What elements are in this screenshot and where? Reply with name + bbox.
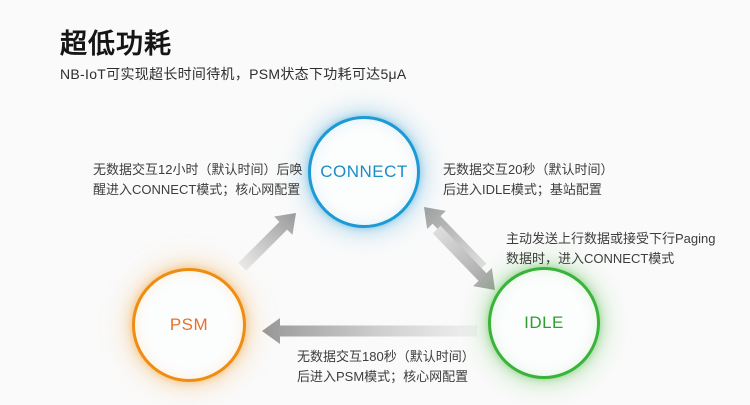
connect-node-label: CONNECT bbox=[320, 162, 408, 181]
state-node-psm: PSM bbox=[132, 268, 246, 382]
annotation-line: 数据时，进入CONNECT模式 bbox=[506, 251, 675, 266]
annotation-line: 主动发送上行数据或接受下行Paging bbox=[506, 231, 716, 246]
state-node-idle: IDLE bbox=[488, 267, 600, 379]
annotation-line: 后进入IDLE模式；基站配置 bbox=[443, 182, 602, 197]
annotation-line: 后进入PSM模式；核心网配置 bbox=[297, 369, 469, 384]
section-subtitle: NB-IoT可实现超长时间待机，PSM状态下功耗可达5μA bbox=[60, 66, 407, 82]
annotation-line: 醒进入CONNECT模式；核心网配置 bbox=[93, 182, 301, 197]
annotation-idle-to-psm: 无数据交互180秒（默认时间） 后进入PSM模式；核心网配置 bbox=[297, 347, 475, 387]
annotation-psm-to-connect: 无数据交互12小时（默认时间）后唤 醒进入CONNECT模式；核心网配置 bbox=[93, 160, 302, 200]
arrow-psm-to-connect-icon bbox=[238, 213, 296, 271]
annotation-line: 无数据交互20秒（默认时间） bbox=[443, 162, 614, 177]
arrow-connect-to-idle-icon bbox=[432, 225, 495, 290]
arrow-idle-to-connect-icon bbox=[424, 207, 487, 272]
state-node-connect: CONNECT bbox=[308, 116, 420, 228]
section-title: 超低功耗 bbox=[60, 29, 172, 59]
annotation-connect-to-idle: 无数据交互20秒（默认时间） 后进入IDLE模式；基站配置 bbox=[443, 160, 613, 200]
annotation-line: 无数据交互180秒（默认时间） bbox=[297, 349, 475, 364]
annotation-idle-to-connect: 主动发送上行数据或接受下行Paging 数据时，进入CONNECT模式 bbox=[506, 229, 715, 269]
arrow-idle-to-psm-icon bbox=[262, 318, 477, 344]
annotation-line: 无数据交互12小时（默认时间）后唤 bbox=[93, 162, 303, 177]
psm-node-label: PSM bbox=[169, 315, 209, 334]
idle-node-label: IDLE bbox=[524, 313, 564, 332]
